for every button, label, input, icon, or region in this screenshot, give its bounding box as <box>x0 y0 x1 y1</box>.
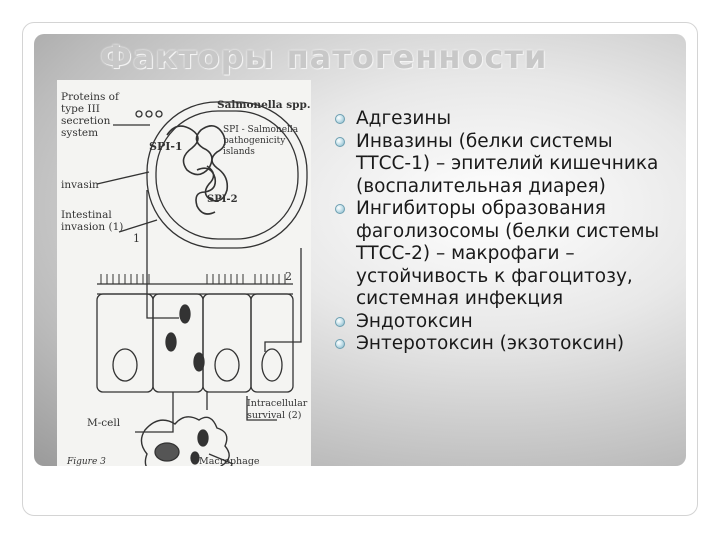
label-spi2: SPI-2 <box>207 194 238 205</box>
secretion-dot <box>135 110 143 118</box>
bacterium-invading <box>165 332 177 352</box>
m-cell-body <box>152 293 204 393</box>
route-1-line <box>146 190 179 319</box>
macrophage-body <box>140 416 230 466</box>
label-intestinal: Intestinal <box>61 209 112 221</box>
label-intracellular: survival (2) <box>247 410 302 421</box>
salmonella-figure: Proteins of type III secretion system Sa… <box>57 80 311 466</box>
bullet-item: Адгезины <box>330 108 690 131</box>
bullet-text: Инвазины (белки системы ТТСС-1) – эпител… <box>356 130 659 197</box>
label-macrophage: Macrophage <box>199 456 260 466</box>
bullet-dot-icon <box>335 339 345 349</box>
leader-line <box>118 219 158 233</box>
label-intracellular: Intracellular <box>247 398 308 409</box>
label-type3: type III <box>61 103 100 115</box>
nucleus <box>214 348 240 382</box>
chromosome <box>166 125 229 202</box>
bullet-item: Энтеротоксин (экзотоксин) <box>330 333 690 356</box>
m-cell-leader <box>135 392 174 433</box>
bullet-text: Ингибиторы образования фаголизосомы (бел… <box>356 198 660 309</box>
label-spi-desc: islands <box>223 147 255 157</box>
label-spi1: SPI-1 <box>149 140 183 153</box>
leader-line <box>96 171 150 185</box>
nucleus <box>261 348 283 382</box>
secretion-dot <box>145 110 153 118</box>
microvilli <box>100 274 286 284</box>
bacterium-invading <box>179 304 191 324</box>
bullet-dot-icon <box>335 204 345 214</box>
label-figure: Figure 3 <box>66 457 106 466</box>
bullet-text: Эндотоксин <box>356 310 473 332</box>
label-intestinal: invasion (1) <box>61 221 123 233</box>
slide-title: Факторы патогенности <box>100 38 548 76</box>
bacterium-inner-wall <box>155 110 299 240</box>
bullet-dot-icon <box>335 316 345 327</box>
chromosome-loop <box>195 167 217 215</box>
bullet-list: Адгезины Инвазины (белки системы ТТСС-1)… <box>330 108 690 356</box>
survival-leader <box>246 396 277 421</box>
label-secretion: secretion <box>61 115 111 127</box>
label-invasin: invasin <box>61 179 99 191</box>
label-system: system <box>61 127 98 139</box>
bacterium-invading <box>193 352 205 372</box>
label-route-1: 1 <box>133 232 140 245</box>
label-salmonella: Salmonella spp. <box>217 99 311 111</box>
label-route-2: 2 <box>285 270 292 283</box>
label-m-cell: M-cell <box>87 417 121 429</box>
macrophage-nucleus <box>154 442 180 462</box>
macrophage-leader <box>208 453 234 465</box>
bullet-item: Ингибиторы образования фаголизосомы (бел… <box>330 198 690 311</box>
nucleus <box>112 348 138 382</box>
route-2-line <box>264 248 302 352</box>
epithelial-cell <box>96 293 154 393</box>
epithelial-cell <box>250 293 294 393</box>
bullet-text: Энтеротоксин (экзотоксин) <box>356 333 625 354</box>
bacterium-outer-wall <box>146 101 308 249</box>
bullet-dot-icon <box>335 136 345 147</box>
label-spi-desc: pathogenicity <box>223 136 286 146</box>
bullet-text: Адгезины <box>356 108 452 129</box>
bacterium-in-macrophage <box>197 429 209 447</box>
secretion-dot <box>155 110 163 118</box>
salmonella-diagram: Proteins of type III secretion system Sa… <box>61 91 311 466</box>
bullet-dot-icon <box>335 114 345 124</box>
bullet-item: Инвазины (белки системы ТТСС-1) – эпител… <box>330 131 690 199</box>
bullet-item: Эндотоксин <box>330 311 690 334</box>
label-proteins: Proteins of <box>61 91 120 103</box>
label-spi-desc: SPI - Salmonella <box>223 125 299 135</box>
bacterium-in-macrophage <box>190 451 200 465</box>
epithelial-cell <box>202 293 252 393</box>
